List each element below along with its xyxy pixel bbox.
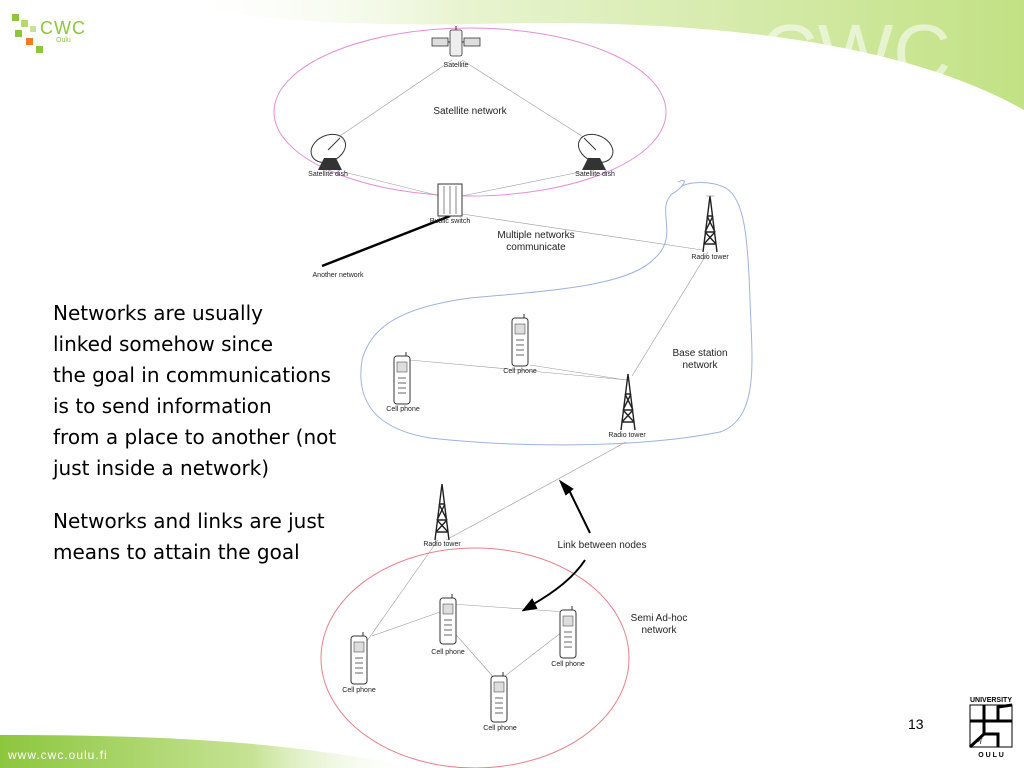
base-station-network-cloud (360, 180, 753, 446)
base-station-line2: network (682, 360, 718, 371)
body-paragraph: Networks are usually linked somehow sinc… (53, 298, 413, 484)
satellite-dish-icon (310, 133, 347, 170)
semi-adhoc-line1: Semi Ad-hoc (630, 613, 688, 624)
radio-tower-icon (702, 195, 718, 253)
another-network-label: Another network (312, 272, 364, 279)
university-of-oulu-logo: UNIVERSITY of O U L U (968, 697, 1013, 759)
satellite-label: Satellite (443, 62, 469, 69)
footer-url: www.cwc.oulu.fi (8, 748, 108, 762)
cell-phone-label: Cell phone (342, 687, 376, 694)
multiple-networks-label: Multiple networks communicate (497, 230, 574, 254)
base-station-line1: Base station (672, 348, 728, 359)
body-line: Networks and links are just (53, 509, 325, 533)
body-paragraph: Networks and links are just means to att… (53, 506, 413, 568)
cell-phone-icon (439, 594, 457, 645)
another-network-link (321, 214, 451, 268)
slide-number: 13 (908, 716, 924, 732)
cell-phone-icon (350, 632, 368, 685)
satellite-network-label: Satellite network (433, 106, 507, 117)
cell-phone-icon (511, 314, 529, 367)
satellite-dish-label: Satellite dish (308, 171, 348, 178)
adhoc-network-ellipse (320, 547, 630, 768)
public-switch-label: Public switch (429, 218, 471, 225)
top-swoosh (160, 0, 1024, 110)
body-line: is to send information (53, 394, 272, 418)
body-line: Networks are usually (53, 301, 263, 325)
cell-phone-label: Cell phone (503, 368, 537, 375)
body-line: means to attain the goal (53, 540, 300, 564)
satellite-dish-icon (577, 133, 614, 170)
cell-phone-icon (559, 606, 577, 659)
bottom-band (0, 735, 420, 768)
public-switch-icon (437, 183, 463, 217)
body-line: the goal in communications (53, 363, 331, 387)
radio-tower-label: Radio tower (608, 432, 646, 439)
semi-adhoc-line2: network (641, 625, 677, 636)
uni-logo-top-text: UNIVERSITY (970, 697, 1012, 704)
body-line: just inside a network) (53, 456, 270, 480)
radio-tower-label: Radio tower (423, 541, 461, 548)
link-arrows (521, 479, 591, 612)
multiple-networks-line1: Multiple networks (497, 230, 575, 241)
body-line: linked somehow since (53, 332, 274, 356)
uni-logo-bottom-text: O U L U (978, 752, 1004, 759)
cell-phone-label: Cell phone (551, 661, 585, 668)
logo-subtext: Oulu (56, 37, 71, 44)
multiple-networks-line2: communicate (506, 242, 566, 253)
cwc-logo-icon (12, 14, 43, 53)
connection-lines (333, 59, 709, 681)
base-station-network-label: Base station network (672, 348, 727, 372)
radio-tower-label: Radio tower (691, 254, 729, 261)
logo-text: CWC (40, 18, 86, 38)
radio-tower-icon (620, 373, 636, 431)
slide-body-text: Networks are usually linked somehow sinc… (53, 298, 413, 590)
satellite-icon (431, 26, 481, 57)
cell-phone-label: Cell phone (431, 649, 465, 656)
radio-tower-icon (434, 483, 450, 541)
semi-adhoc-network-label: Semi Ad-hoc network (631, 613, 688, 637)
cell-phone-icon (393, 352, 411, 405)
cell-phone-icon (490, 672, 508, 723)
satellite-network-ellipse (273, 27, 667, 197)
satellite-dish-label: Satellite dish (575, 171, 615, 178)
uni-logo-of-text: of (976, 735, 984, 744)
link-between-nodes-label: Link between nodes (557, 540, 647, 551)
cell-phone-label: Cell phone (483, 725, 517, 732)
cell-phone-label: Cell phone (386, 406, 420, 413)
watermark-logo: CWC (760, 8, 951, 97)
body-line: from a place to another (not (53, 425, 337, 449)
